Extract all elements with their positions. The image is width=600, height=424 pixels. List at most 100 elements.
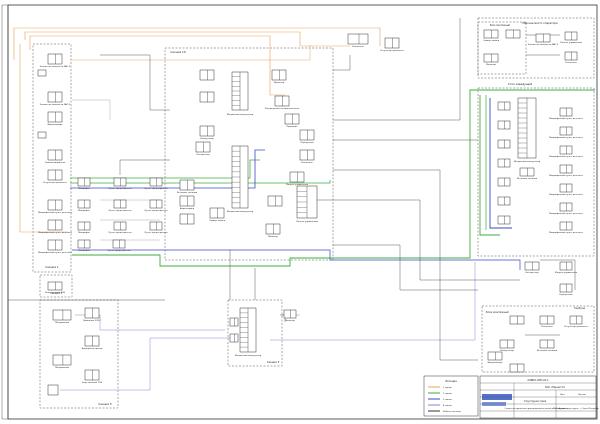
wire — [333, 55, 351, 71]
section-1-title: Секция 1 — [45, 265, 59, 269]
device-label: Микрофонный пульт делегата — [549, 136, 583, 139]
dev-op-1 — [483, 29, 499, 39]
legend-box — [423, 375, 479, 417]
mic-unit — [149, 177, 163, 187]
dev-s10-1 — [199, 69, 215, 81]
dev-s3-3 — [283, 309, 297, 319]
dev-s1-4 — [47, 149, 63, 161]
dev-s10-9 — [299, 149, 315, 161]
section-3-frame — [227, 299, 283, 367]
device-label: Видеорегистратор — [82, 348, 103, 350]
mic-unit — [77, 239, 91, 249]
wire — [72, 89, 595, 267]
device-label: Регулятор громкости — [564, 326, 588, 328]
section-5-title: Секция 5 — [98, 402, 112, 406]
dev-cab-right — [559, 183, 573, 193]
dev-cab-mod — [559, 261, 573, 271]
stand-title: Трибуна — [574, 306, 585, 310]
device-label: Контроллер — [196, 154, 210, 156]
dev-mount-6 — [487, 351, 503, 361]
binding-margin — [1, 4, 9, 420]
wire — [24, 31, 350, 47]
mic-unit — [113, 199, 127, 209]
section-10-frame — [164, 47, 334, 261]
dev-mount-1 — [509, 315, 525, 325]
section-1-frame — [32, 43, 72, 273]
dev-top-1 — [347, 33, 369, 45]
device-label: Пульт председателя — [109, 188, 133, 190]
device-label: Микрофонный пульт делегата — [38, 251, 72, 254]
dev-mount-3 — [569, 315, 583, 325]
dev-s1-7 — [47, 219, 63, 231]
rack-label: Матричный коммутатор — [514, 160, 541, 163]
dev-mount-4 — [499, 339, 515, 349]
device-label: Передатчик — [559, 294, 573, 296]
mic-unit — [113, 221, 127, 231]
device-label: Модуль управления — [555, 272, 578, 274]
wire — [119, 159, 170, 175]
device-label: Распределитель видеосигнала — [265, 108, 300, 110]
operator-title: Рабочее место оператора — [522, 21, 558, 25]
rack-label: Матричный коммутатор — [227, 113, 254, 116]
dev-s5-3 — [52, 354, 72, 366]
dev-s10-3 — [199, 91, 215, 103]
dev-s5-1 — [52, 309, 72, 321]
title-sheet: Лист — [560, 394, 566, 396]
dev-s1-5 — [47, 169, 63, 181]
dev-cab-right — [559, 126, 573, 136]
mic-unit — [113, 177, 127, 187]
mic-unit — [77, 221, 91, 231]
section-4-title: Секция 4 — [50, 291, 62, 295]
section-10-title: Секция 10 — [170, 50, 185, 54]
dev-s10-5 — [199, 125, 215, 137]
device-label: Усилитель — [565, 62, 577, 64]
dev-s10-8 — [195, 141, 211, 153]
device-label: Источник питания — [517, 178, 538, 180]
dev-cab-left — [497, 139, 511, 149]
operator-frame — [477, 17, 595, 79]
device-label: Блок питания 12В — [82, 382, 102, 384]
device-label: Пульт председателя — [145, 188, 169, 190]
device-label: Источник питания — [537, 350, 558, 352]
device-label: Модуль управления — [286, 184, 309, 186]
dev-s1-small-1 — [37, 69, 47, 77]
dev-s1-small-2 — [37, 131, 47, 139]
dev-top-2 — [384, 37, 400, 49]
cabinet-frame — [477, 87, 595, 257]
device-label: Регулятор громкости — [380, 50, 404, 52]
device-label: Усилитель мощности DAC-2 — [40, 103, 71, 106]
section-3-title: Секция 3 — [267, 360, 280, 364]
dev-s1-2 — [47, 91, 63, 103]
wire — [100, 54, 170, 111]
title-code: АЛИКО-ХМС-01-1 — [527, 379, 549, 382]
dev-s10-11 — [179, 179, 195, 191]
dev-s3-2 — [229, 333, 239, 343]
mic-unit — [149, 199, 163, 209]
dev-cab-right — [559, 107, 573, 117]
device-label: Микрофонный пульт делегата — [38, 231, 72, 234]
device-label: Пульт председателя — [108, 250, 132, 252]
block-title: Блок монтажный — [490, 24, 510, 27]
device-label: Усилитель мощности DAC-2 — [528, 43, 559, 46]
device-label: Усилитель мощности DAC-2 — [40, 65, 71, 68]
device-label: Громкоговоритель — [45, 162, 66, 164]
device-label: Пульт председателя — [109, 210, 133, 212]
device-label: Микрофонный пульт делегата — [549, 212, 583, 215]
stamp-mark — [482, 394, 512, 400]
device-label: Усилитель — [352, 46, 364, 48]
device-label: Микрофонный пульт делегата — [549, 231, 583, 234]
rack-label: Панель управления — [296, 221, 318, 223]
dev-mount-5 — [539, 339, 555, 349]
wire — [70, 149, 265, 189]
device-label: Видеокамера — [48, 124, 63, 126]
device-label: Видеокамера — [488, 362, 503, 364]
device-label: Монитор — [285, 320, 295, 322]
wire — [72, 249, 521, 270]
dev-s1-1 — [47, 53, 63, 65]
dev-op-3 — [483, 53, 499, 63]
dev-s10-12 — [179, 195, 195, 207]
device-label: Микрофон — [78, 232, 90, 234]
wire — [13, 27, 381, 60]
dev-s10-13 — [267, 195, 283, 207]
device-label: Панель управления — [560, 42, 582, 44]
